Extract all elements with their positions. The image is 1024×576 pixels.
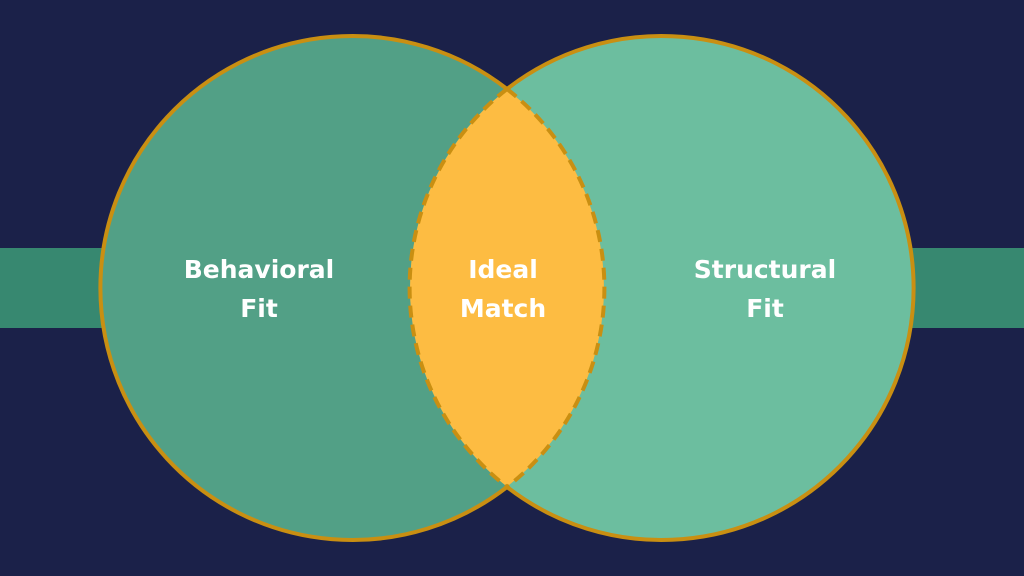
right-circle-outline [505, 34, 916, 542]
right-circle-label-line2: Fit [746, 294, 784, 323]
intersection-outline-left [407, 87, 509, 489]
intersection-label-line2: Match [460, 294, 546, 323]
right-circle-label-line1: Structural [694, 255, 836, 284]
left-circle-label-line1: Behavioral [184, 255, 335, 284]
intersection-region [410, 36, 604, 540]
intersection-label-line1: Ideal [468, 255, 538, 284]
left-circle-outline [98, 34, 509, 542]
left-circle-label-line2: Fit [240, 294, 278, 323]
intersection-outline-right [505, 87, 607, 489]
